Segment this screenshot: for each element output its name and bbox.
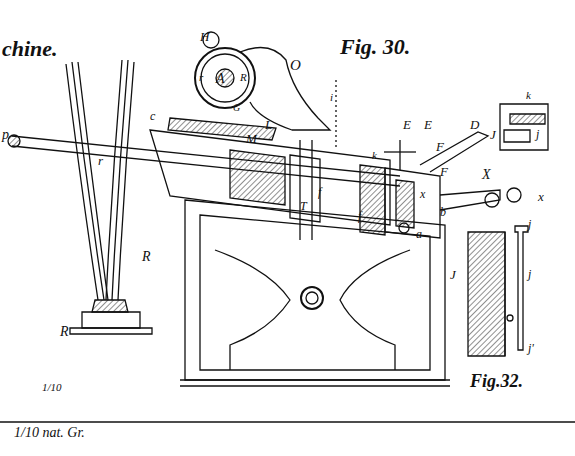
callout-letter: R: [240, 72, 247, 83]
callout-letter: F: [436, 140, 444, 153]
callout-letter: f: [358, 210, 361, 222]
callout-letter: J: [450, 268, 456, 281]
figure-title: Fig. 30.: [340, 36, 410, 58]
callout-letter: X: [482, 168, 491, 182]
callout-letter: c: [150, 110, 155, 122]
callout-letter: R: [142, 250, 151, 264]
callout-letter: E: [424, 118, 432, 131]
callout-letter: R: [60, 325, 69, 339]
callout-letter: 1/10 nat. Gr.: [14, 426, 85, 440]
figure-title: Fig.32.: [470, 372, 523, 390]
callout-letter: T: [300, 200, 307, 212]
callout-letter: r: [199, 72, 203, 83]
callout-letter: D: [470, 118, 479, 131]
callout-letter: L: [265, 118, 272, 131]
callout-letter: G: [233, 103, 240, 113]
callout-letter: j': [528, 342, 534, 354]
figure-title: chine.: [2, 38, 58, 60]
callout-letter: 1/10: [42, 382, 62, 393]
callout-letter: i: [330, 92, 333, 103]
callout-letter: j: [536, 128, 539, 140]
callout-letter: E: [403, 118, 411, 131]
callout-letter: a: [416, 228, 422, 240]
callout-letter: J: [490, 128, 496, 141]
callout-letter: M: [246, 132, 257, 145]
callout-letter: H: [200, 30, 209, 43]
callout-letter: x: [538, 190, 544, 203]
callout-letter: A: [216, 72, 225, 86]
callout-letter: j: [528, 218, 531, 230]
callout-letter: r: [98, 154, 103, 167]
callout-letter: F: [440, 165, 448, 178]
callout-letter: j: [528, 268, 531, 280]
callout-letter: f: [318, 186, 321, 198]
callout-letter: k: [526, 90, 531, 101]
callout-letter: k: [372, 150, 377, 161]
callout-letter: b: [440, 206, 446, 218]
callout-letter: x: [420, 188, 425, 200]
callout-letter: O: [290, 58, 301, 73]
callout-letter: p: [2, 128, 9, 142]
